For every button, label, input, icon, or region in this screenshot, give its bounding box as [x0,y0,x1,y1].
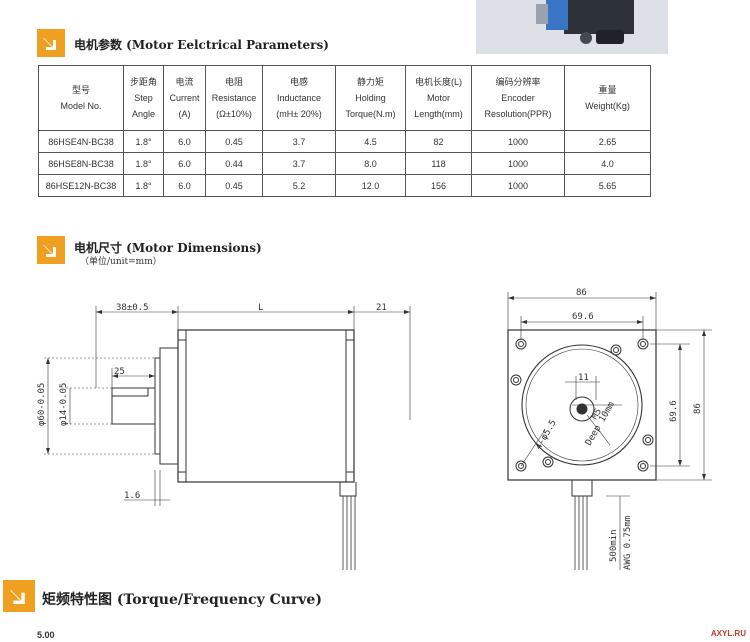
cell-inductance: 3.7 [262,130,336,153]
cell-motor-length: 118 [405,152,472,175]
table-row: 86HSE8N-BC38 1.8° 6.0 0.44 3.7 8.0 118 1… [38,152,651,175]
side-view-drawing [44,306,411,570]
dim-phi60: φ60-0.05 [37,383,47,426]
dim-25: 25 [114,367,125,377]
cell-resistance: 0.44 [205,152,263,175]
cell-step-angle: 1.8° [123,130,164,153]
dim-11: 11 [578,373,589,383]
cell-model: 86HSE8N-BC38 [38,152,124,175]
watermark: AXYL.RU [710,629,746,638]
dim-69-6-top: 69.6 [572,312,594,322]
dim-phi14: φ14-0.05 [59,383,69,426]
cell-motor-length: 156 [405,174,472,197]
motor-photo [476,0,668,54]
cell-encoder: 1000 [471,130,565,153]
curve-section-title: 矩频特性图 (Torque/Frequency Curve) [42,592,322,608]
cell-current: 6.0 [163,174,206,197]
cell-encoder: 1000 [471,174,565,197]
cell-inductance: 5.2 [262,174,336,197]
dim-awg: AWG 0.75mm [623,516,633,570]
cell-step-angle: 1.8° [123,152,164,175]
dim-38: 38±0.5 [116,303,149,313]
dim-69-6-side: 69.6 [669,400,679,422]
cell-current: 6.0 [163,152,206,175]
cell-resistance: 0.45 [205,174,263,197]
table-row: 86HSE12N-BC38 1.8° 6.0 0.45 5.2 12.0 156… [38,174,651,197]
dim-cable-length: 500min [609,529,619,562]
dimensions-section-title: 电机尺寸 (Motor Dimensions) [74,241,262,255]
table-row: 86HSE4N-BC38 1.8° 6.0 0.45 3.7 4.5 82 10… [38,130,651,153]
params-section-title: 电机参数 (Motor Eelctrical Parameters) [74,38,329,52]
cell-holding-torque: 8.0 [335,152,406,175]
section-arrow-icon [37,29,65,57]
cell-holding-torque: 4.5 [335,130,406,153]
cell-model: 86HSE12N-BC38 [38,174,124,197]
dim-86-side: 86 [693,403,703,414]
dim-L: L [258,303,263,313]
dim-1-6: 1.6 [124,491,140,501]
section-arrow-icon [3,580,35,612]
dim-m5: M5 [590,407,604,421]
front-view-drawing [507,292,712,570]
dim-21: 21 [376,303,387,313]
cell-current: 6.0 [163,130,206,153]
cell-holding-torque: 12.0 [335,174,406,197]
cell-weight: 4.0 [564,152,651,175]
dim-depth: Deep 10mm [584,400,617,447]
cell-weight: 2.65 [564,130,651,153]
cell-motor-length: 82 [405,130,472,153]
cell-resistance: 0.45 [205,130,263,153]
dim-86-top: 86 [576,288,587,298]
dimensions-unit-note: （单位/unit=mm） [80,257,162,267]
cell-step-angle: 1.8° [123,174,164,197]
section-arrow-icon [37,236,65,264]
cell-inductance: 3.7 [262,152,336,175]
cell-model: 86HSE4N-BC38 [38,130,124,153]
curve-y-axis-top-value: 5.00 [37,630,55,640]
dim-holes: 4-φ5.5 [534,418,559,451]
motor-dimension-drawing: 38±0.5 L 21 25 φ60-0.05 φ14-0.05 1.6 86 … [37,288,712,570]
cell-weight: 5.65 [564,174,651,197]
cell-encoder: 1000 [471,152,565,175]
